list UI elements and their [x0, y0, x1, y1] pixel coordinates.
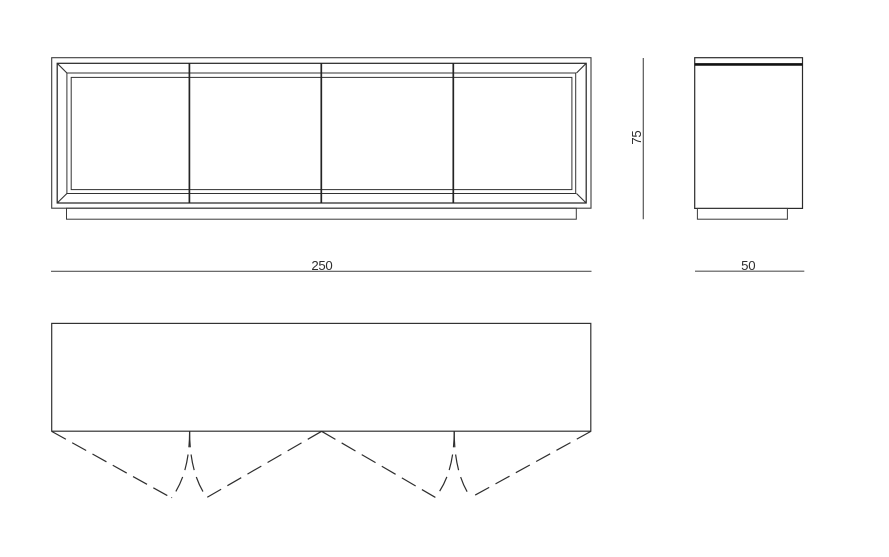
- svg-text:250: 250: [311, 258, 332, 273]
- svg-text:50: 50: [741, 258, 755, 273]
- svg-text:75: 75: [629, 131, 644, 145]
